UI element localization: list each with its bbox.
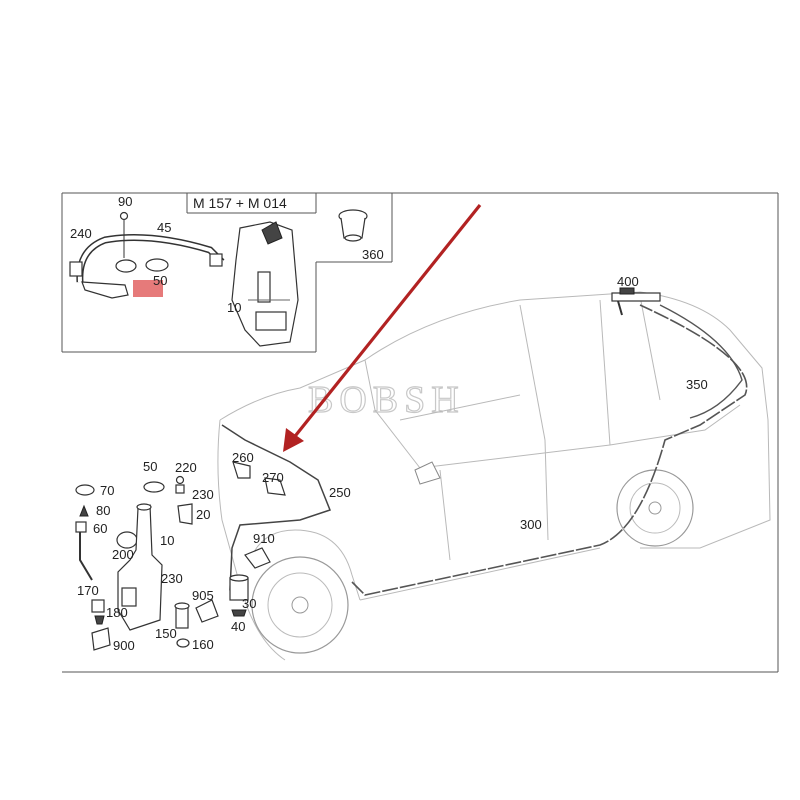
label-260: 260 [232, 450, 254, 465]
part-200 [116, 531, 138, 549]
pointer-arrow [283, 204, 482, 452]
label-50-inset: 50 [153, 273, 167, 288]
hose-300 [351, 304, 748, 596]
inset-hose-45 [69, 234, 225, 299]
label-60: 60 [93, 521, 107, 536]
rear-wheel [616, 469, 694, 547]
label-300: 300 [520, 517, 542, 532]
diagram-frame [62, 192, 779, 673]
part-905 [195, 599, 219, 623]
side-mirror [414, 461, 441, 485]
label-45: 45 [157, 220, 171, 235]
label-50: 50 [143, 459, 157, 474]
part-labels: 90 240 45 50 10 360 400 350 260 270 250 … [70, 194, 708, 653]
part-50 [143, 481, 165, 493]
label-20: 20 [196, 507, 210, 522]
label-160: 160 [192, 637, 214, 652]
label-10-inset: 10 [227, 300, 241, 315]
hose-350 [659, 304, 743, 419]
part-170 [91, 599, 105, 613]
inset-part-90 [115, 211, 137, 273]
label-360: 360 [362, 247, 384, 262]
label-400: 400 [617, 274, 639, 289]
part-80 [79, 504, 89, 517]
part-220 [175, 475, 185, 494]
label-170: 170 [77, 583, 99, 598]
label-90: 90 [118, 194, 132, 209]
inset-grommet-360 [338, 209, 368, 242]
part-20 [177, 503, 193, 525]
reservoir-10 [117, 503, 163, 631]
highlight-box [133, 280, 163, 297]
inset-ring-50 [145, 258, 169, 272]
part-60 [75, 521, 93, 581]
label-350: 350 [686, 377, 708, 392]
label-905: 905 [192, 588, 214, 603]
inset-box [61, 193, 393, 353]
inset-reservoir-10 [231, 221, 299, 347]
label-10: 10 [160, 533, 174, 548]
part-40 [231, 609, 247, 617]
label-200: 200 [112, 547, 134, 562]
label-230b: 230 [161, 571, 183, 586]
part-260 [232, 461, 251, 479]
label-900: 900 [113, 638, 135, 653]
part-270 [264, 477, 286, 496]
label-70: 70 [100, 483, 114, 498]
label-250: 250 [329, 485, 351, 500]
inset-header: M 157 + M 014 [193, 195, 287, 211]
label-910: 910 [253, 531, 275, 546]
front-wheel [251, 556, 349, 654]
part-30 [229, 574, 249, 601]
car-outline [217, 291, 771, 661]
part-150 [174, 602, 190, 629]
label-240: 240 [70, 226, 92, 241]
part-400 [611, 287, 661, 316]
hose-250 [221, 424, 331, 601]
part-910 [244, 547, 271, 569]
label-230a: 230 [192, 487, 214, 502]
watermark: BOBSH [308, 379, 465, 421]
label-180: 180 [106, 605, 128, 620]
label-30: 30 [242, 596, 256, 611]
label-80: 80 [96, 503, 110, 518]
label-40: 40 [231, 619, 245, 634]
part-180 [94, 615, 105, 625]
label-270: 270 [262, 470, 284, 485]
label-150: 150 [155, 626, 177, 641]
part-160 [176, 638, 190, 648]
label-220: 220 [175, 460, 197, 475]
part-900 [91, 627, 111, 651]
part-70 [75, 484, 95, 496]
